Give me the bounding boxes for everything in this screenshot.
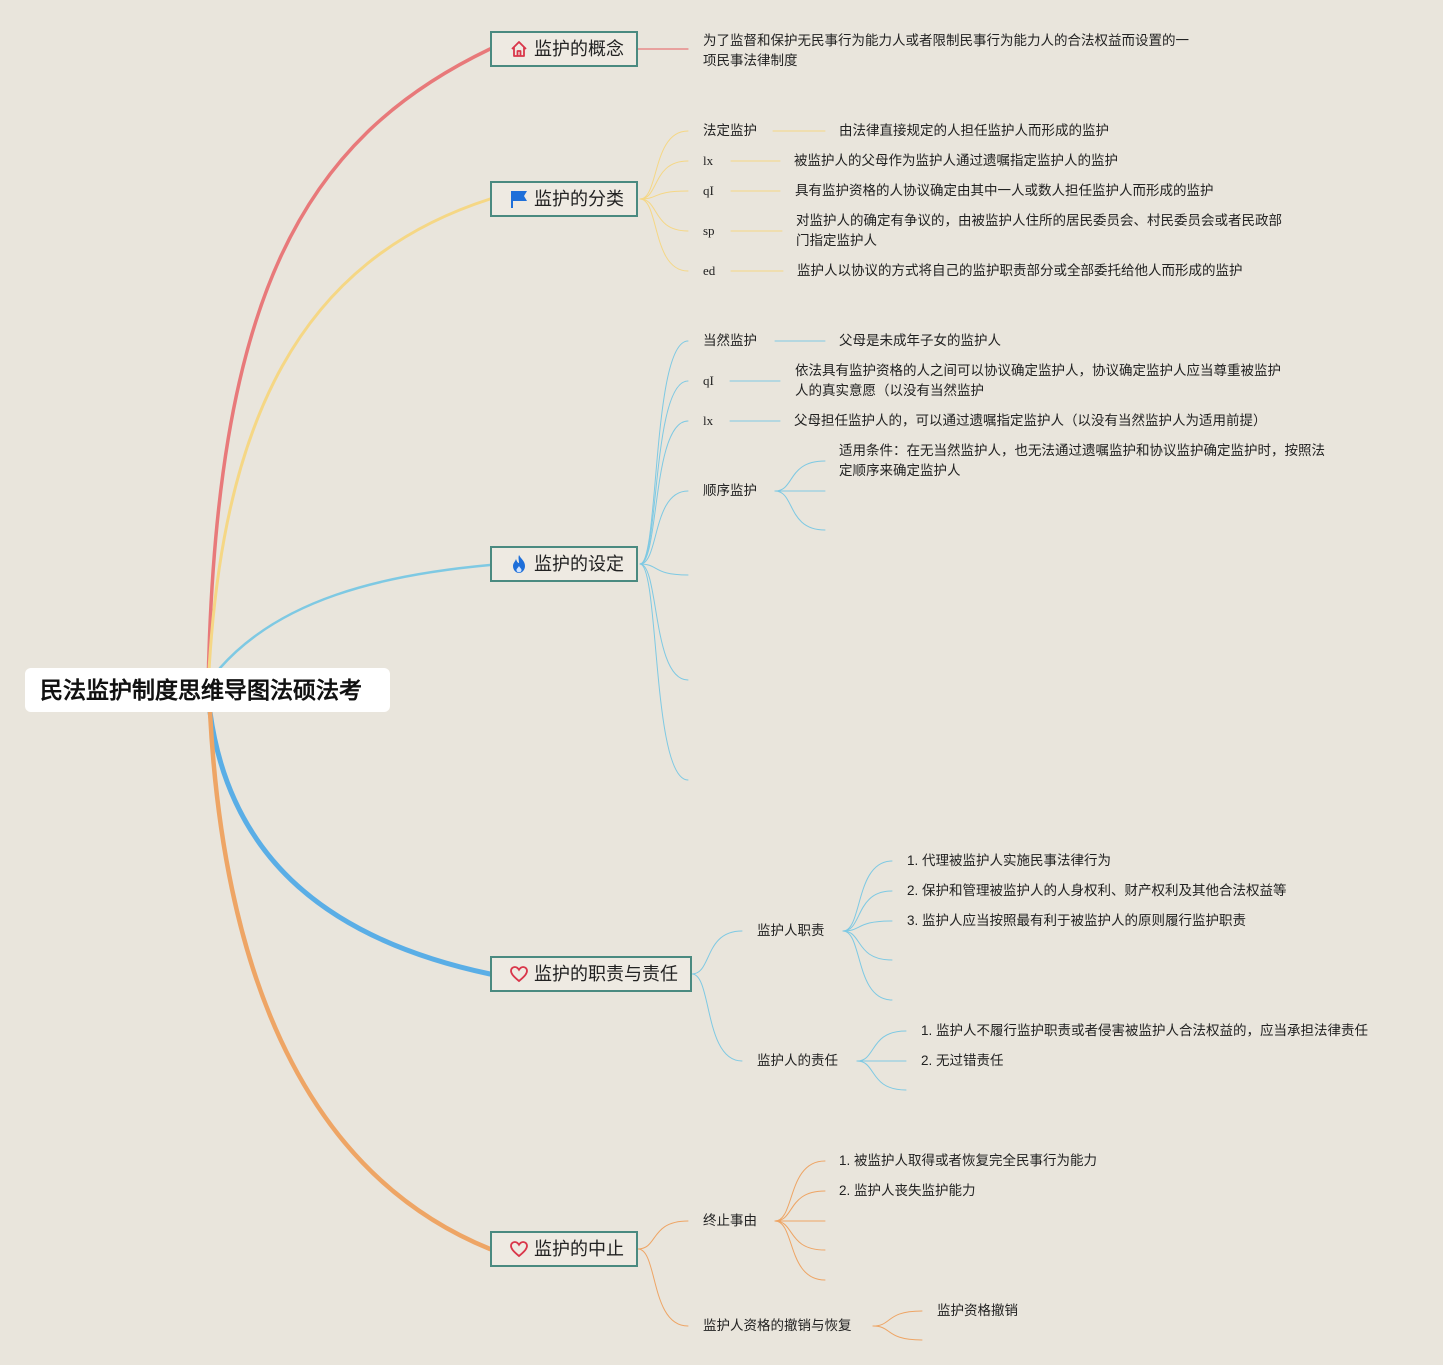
link-setting bbox=[639, 563, 689, 781]
link-classification bbox=[639, 160, 689, 200]
branch-setting-label: 监护的设定 bbox=[534, 554, 624, 574]
concept-text[interactable]: 为了监督和保护无民事行为能力人或者限制民事行为能力人的合法权益而设置的一项民事法… bbox=[703, 33, 1189, 68]
link-setting bbox=[639, 340, 689, 565]
link-duty bbox=[691, 930, 743, 975]
liability-label[interactable]: 监护人的责任 bbox=[757, 1053, 838, 1068]
setting-label[interactable]: 顺序监护 bbox=[703, 483, 757, 498]
termination-reason-item[interactable]: 2. 监护人丧失监护能力 bbox=[839, 1183, 976, 1198]
branch-classification-label: 监护的分类 bbox=[534, 189, 624, 209]
termination-revoke-item[interactable]: 监护资格撤销 bbox=[937, 1303, 1018, 1318]
duty-label[interactable]: 监护人职责 bbox=[757, 923, 825, 938]
flag-icon bbox=[508, 188, 530, 210]
link-classification bbox=[639, 190, 689, 200]
branch-setting[interactable]: 监护的设定 bbox=[490, 546, 638, 582]
link-duty-items bbox=[842, 890, 893, 932]
link-root-setting bbox=[218, 563, 492, 670]
duty-item[interactable]: 2. 保护和管理被监护人的人身权利、财产权利及其他合法权益等 bbox=[907, 883, 1287, 898]
setting-desc[interactable]: 父母担任监护人的，可以通过遗嘱指定监护人（以没有当然监护人为适用前提） bbox=[794, 413, 1267, 428]
classification-desc[interactable]: 监护人以协议的方式将自己的监护职责部分或全部委托给他人而形成的监护 bbox=[797, 263, 1243, 278]
branch-concept[interactable]: 监护的概念 bbox=[490, 31, 638, 67]
duty-item[interactable]: 3. 监护人应当按照最有利于被监护人的原则履行监护职责 bbox=[907, 913, 1247, 928]
link-termination-reasons bbox=[774, 1190, 826, 1222]
link-termination-reasons bbox=[774, 1220, 826, 1251]
branch-termination[interactable]: 监护的中止 bbox=[490, 1231, 638, 1267]
setting-label[interactable]: lx bbox=[703, 413, 714, 428]
link-classification bbox=[639, 130, 689, 200]
link-termination-reasons bbox=[774, 1160, 826, 1222]
heart-icon bbox=[508, 1238, 530, 1260]
link-termination bbox=[637, 1248, 689, 1327]
link-classification bbox=[639, 198, 689, 272]
link-root-termination bbox=[207, 709, 493, 1252]
link-setting-order bbox=[774, 460, 826, 492]
classification-label[interactable]: ed bbox=[703, 263, 716, 278]
termination-reason-item[interactable]: 1. 被监护人取得或者恢复完全民事行为能力 bbox=[839, 1153, 1098, 1168]
link-termination-revoke bbox=[872, 1325, 923, 1341]
link-setting bbox=[639, 420, 689, 565]
classification-label[interactable]: sp bbox=[703, 223, 715, 238]
link-termination-revoke bbox=[872, 1310, 923, 1327]
setting-label[interactable]: 当然监护 bbox=[703, 333, 757, 348]
classification-desc[interactable]: 具有监护资格的人协议确定由其中一人或数人担任监护人而形成的监护 bbox=[795, 183, 1214, 198]
link-root-classification bbox=[206, 197, 492, 692]
duty-item[interactable]: 1. 代理被监护人实施民事法律行为 bbox=[907, 853, 1112, 868]
setting-desc[interactable]: 适用条件：在无当然监护人，也无法通过遗嘱监护和协议监护确定监护时，按照法定顺序来… bbox=[839, 443, 1325, 478]
setting-label[interactable]: qI bbox=[703, 373, 714, 388]
link-setting-order bbox=[774, 490, 826, 531]
link-duty-items bbox=[842, 860, 893, 932]
link-duty-items bbox=[842, 930, 893, 961]
setting-desc[interactable]: 依法具有监护资格的人之间可以协议确定监护人，协议确定监护人应当尊重被监护人的真实… bbox=[795, 363, 1281, 398]
heart-icon bbox=[508, 963, 530, 985]
fire-icon bbox=[508, 553, 530, 575]
link-setting bbox=[639, 490, 689, 565]
link-root-duty bbox=[207, 709, 493, 977]
link-setting bbox=[639, 563, 689, 681]
classification-label[interactable]: 法定监护 bbox=[703, 123, 757, 138]
link-setting bbox=[639, 380, 689, 565]
link-duty-items bbox=[842, 930, 893, 1001]
root-topic[interactable]: 民法监护制度思维导图法硕法考 bbox=[25, 668, 390, 712]
liability-item[interactable]: 1. 监护人不履行监护职责或者侵害被监护人合法权益的，应当承担法律责任 bbox=[921, 1023, 1369, 1038]
link-termination-reasons bbox=[774, 1220, 826, 1281]
setting-desc[interactable]: 父母是未成年子女的监护人 bbox=[839, 333, 1001, 348]
link-duty bbox=[691, 973, 743, 1062]
link-setting bbox=[639, 563, 689, 576]
classification-label[interactable]: lx bbox=[703, 153, 714, 168]
classification-label[interactable]: qI bbox=[703, 183, 714, 198]
link-duty-items bbox=[842, 920, 893, 932]
branch-classification[interactable]: 监护的分类 bbox=[490, 181, 638, 217]
classification-desc[interactable]: 由法律直接规定的人担任监护人而形成的监护 bbox=[839, 123, 1109, 138]
link-liability-items bbox=[856, 1030, 907, 1062]
branch-concept-label: 监护的概念 bbox=[534, 39, 624, 59]
classification-desc[interactable]: 对监护人的确定有争议的，由被监护人住所的居民委员会、村民委员会或者民政部门指定监… bbox=[796, 213, 1282, 248]
branch-duty[interactable]: 监护的职责与责任 bbox=[490, 956, 692, 992]
branch-termination-label: 监护的中止 bbox=[534, 1239, 624, 1259]
termination-reason-label[interactable]: 终止事由 bbox=[703, 1213, 757, 1228]
link-classification bbox=[639, 198, 689, 232]
link-liability-items bbox=[856, 1060, 907, 1091]
liability-item[interactable]: 2. 无过错责任 bbox=[921, 1053, 1004, 1068]
link-termination bbox=[637, 1220, 689, 1250]
termination-revoke-label[interactable]: 监护人资格的撤销与恢复 bbox=[703, 1318, 852, 1333]
classification-desc[interactable]: 被监护人的父母作为监护人通过遗嘱指定监护人的监护 bbox=[794, 153, 1118, 168]
link-root-concept bbox=[206, 47, 492, 692]
branch-duty-label: 监护的职责与责任 bbox=[534, 964, 678, 984]
home-icon bbox=[508, 38, 530, 60]
